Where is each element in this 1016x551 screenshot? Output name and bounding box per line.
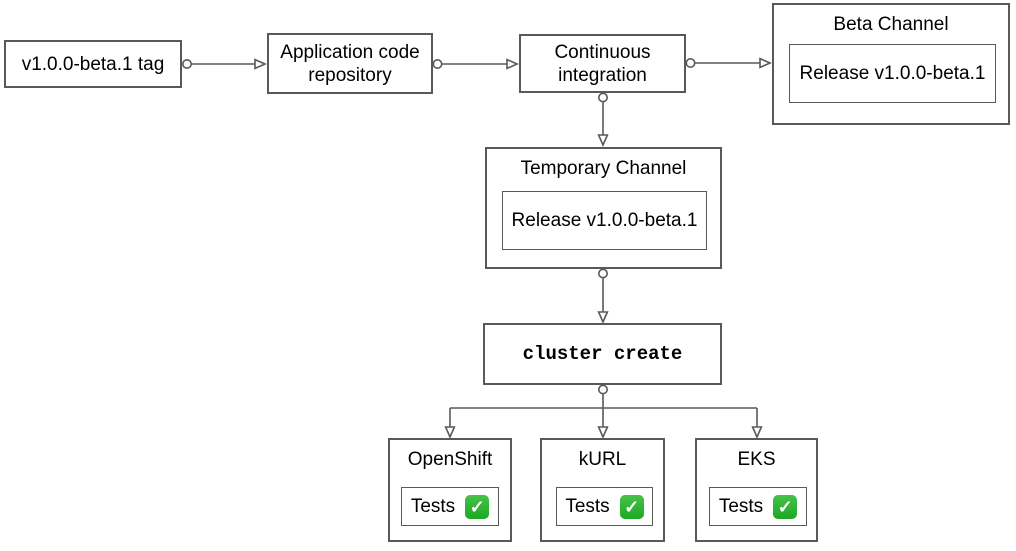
- node-temporary-channel-title: Temporary Channel: [520, 158, 687, 179]
- node-openshift-tests: Tests ✓: [401, 487, 499, 526]
- node-eks-tests-label: Tests: [718, 496, 764, 517]
- connector-tag-to-repo: [182, 58, 267, 70]
- connector-cluster-create-to-targets: [444, 384, 763, 439]
- success-check-icon: ✓: [465, 494, 490, 519]
- node-kurl: kURL Tests ✓: [540, 438, 665, 542]
- node-kurl-title: kURL: [578, 449, 627, 470]
- node-openshift: OpenShift Tests ✓: [388, 438, 512, 542]
- node-application-code-repository: Application code repository: [267, 33, 433, 94]
- node-version-tag: v1.0.0-beta.1 tag: [4, 40, 182, 88]
- node-beta-channel: Beta Channel Release v1.0.0-beta.1: [772, 3, 1010, 125]
- node-temporary-channel: Temporary Channel Release v1.0.0-beta.1: [485, 147, 722, 269]
- node-beta-channel-release-label: Release v1.0.0-beta.1: [799, 63, 986, 84]
- node-cluster-create: cluster create: [483, 323, 722, 385]
- node-beta-channel-release: Release v1.0.0-beta.1: [789, 44, 996, 103]
- connector-temporary-channel-to-cluster-create: [597, 268, 609, 324]
- node-eks-tests: Tests ✓: [709, 487, 807, 526]
- node-kurl-tests-label: Tests: [565, 496, 610, 517]
- node-eks: EKS Tests ✓: [695, 438, 818, 542]
- node-beta-channel-title: Beta Channel: [833, 14, 949, 35]
- connector-ci-to-beta-channel: [685, 57, 772, 69]
- node-application-code-repository-label: Application code repository: [280, 41, 420, 86]
- node-temporary-channel-release-label: Release v1.0.0-beta.1: [511, 210, 698, 231]
- node-continuous-integration: Continuous integration: [519, 34, 686, 93]
- success-check-icon: ✓: [773, 494, 798, 519]
- success-check-icon: ✓: [619, 494, 644, 519]
- node-cluster-create-label: cluster create: [522, 342, 683, 365]
- node-continuous-integration-label: Continuous integration: [554, 41, 651, 86]
- node-openshift-tests-label: Tests: [410, 496, 456, 517]
- node-eks-title: EKS: [737, 449, 776, 470]
- node-openshift-title: OpenShift: [407, 449, 493, 470]
- node-kurl-tests: Tests ✓: [556, 487, 653, 526]
- connector-ci-to-temporary-channel: [597, 92, 609, 147]
- node-temporary-channel-release: Release v1.0.0-beta.1: [502, 191, 707, 250]
- connector-repo-to-ci: [432, 58, 519, 70]
- node-version-tag-label: v1.0.0-beta.1 tag: [21, 53, 165, 75]
